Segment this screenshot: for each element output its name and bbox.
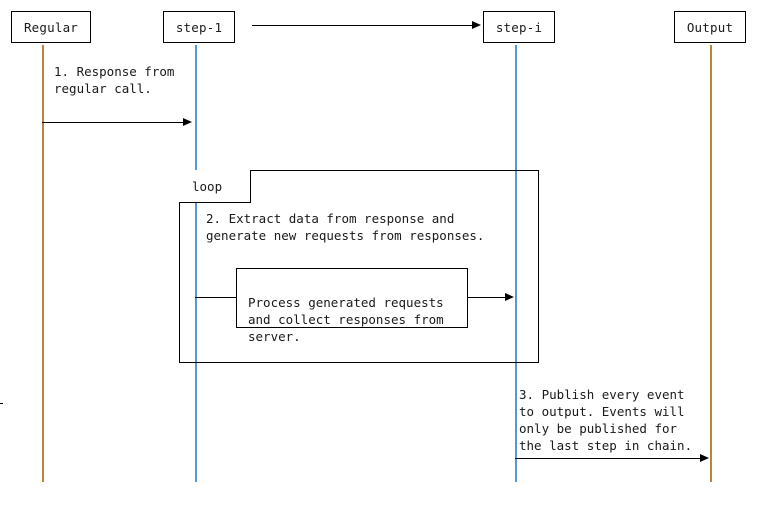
participant-label-output: Output: [686, 19, 734, 35]
loop-fragment-label: loop: [192, 178, 223, 194]
message-arrow-3-head: [700, 453, 709, 462]
note-box-process[interactable]: Process generated requests and collect r…: [236, 268, 468, 344]
message-label-3: 3. Publish every event to output. Events…: [519, 387, 693, 453]
message-label-2: 2. Extract data from response and genera…: [206, 211, 485, 243]
participant-box-regular[interactable]: Regular: [11, 11, 91, 43]
message-arrow-3-line: [515, 458, 701, 459]
lifeline-regular: [42, 45, 43, 482]
message-arrow-chain-line: [252, 25, 473, 26]
loop-fragment-frame[interactable]: [179, 170, 539, 363]
message-arrow-1-head: [183, 117, 192, 126]
message-arrow-chain-head: [472, 20, 481, 29]
lifeline-step-i: [515, 45, 516, 482]
message-label-1: 1. Response from regular call.: [54, 64, 175, 96]
participant-label-step-1: step-1: [175, 19, 223, 35]
participant-box-step-1[interactable]: step-1: [163, 11, 235, 43]
participant-label-regular: Regular: [23, 19, 79, 35]
edge-tick-mark: [0, 403, 3, 404]
lifeline-output: [710, 45, 711, 482]
message-arrow-process-head: [505, 292, 514, 301]
message-arrow-process-right-line: [468, 297, 506, 298]
note-box-process-label: Process generated requests and collect r…: [248, 295, 444, 344]
message-arrow-process-left-line: [195, 297, 237, 298]
loop-fragment-label-tab: loop: [179, 170, 251, 203]
participant-label-step-i: step-i: [495, 19, 543, 35]
message-arrow-1-line: [42, 122, 184, 123]
lifeline-step-1: [195, 45, 196, 482]
participant-box-output[interactable]: Output: [674, 11, 746, 43]
participant-box-step-i[interactable]: step-i: [483, 11, 555, 43]
